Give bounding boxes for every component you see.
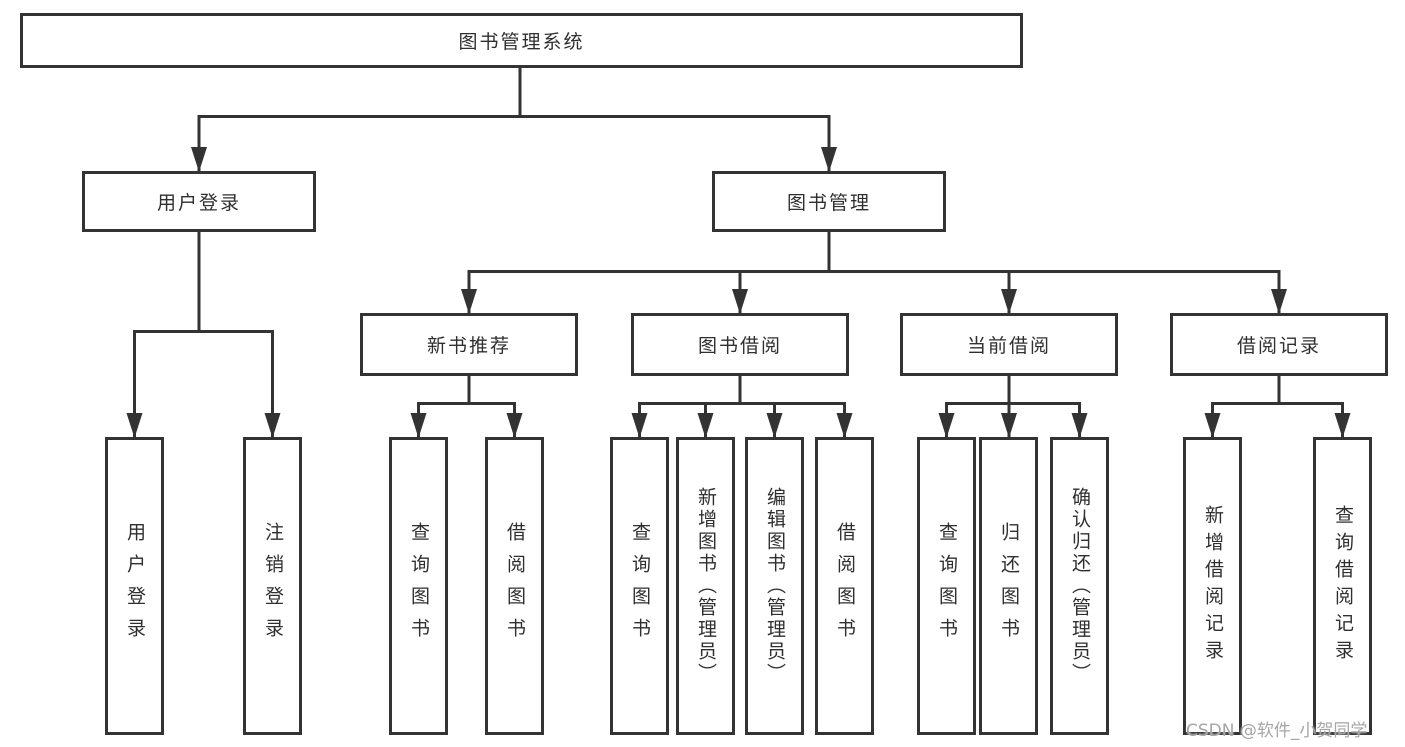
leaf-edit-book-admin: 编辑图书（管理员） [745, 437, 804, 735]
node-label: 注销登录 [262, 522, 284, 650]
leaf-user-login: 用户登录 [105, 437, 164, 735]
leaf-confirm-return-admin: 确认归还（管理员） [1050, 437, 1109, 735]
node-label: 查询借阅记录 [1332, 505, 1354, 667]
node-label: 图书管理 [786, 192, 871, 214]
node-label: 图书管理系统 [458, 31, 585, 53]
node-label: 用户登录 [124, 522, 146, 650]
node-current-borrowing: 当前借阅 [900, 313, 1118, 376]
leaf-borrow-books-recommend: 借阅图书 [485, 437, 544, 735]
node-new-book-recommendation: 新书推荐 [360, 313, 578, 376]
node-label: 查询图书 [936, 522, 958, 650]
leaf-add-book-admin: 新增图书（管理员） [676, 437, 735, 735]
leaf-borrow-books-borrow: 借阅图书 [815, 437, 874, 735]
node-label: 新增图书（管理员） [695, 487, 717, 685]
node-user-login: 用户登录 [82, 171, 316, 232]
node-label: 查询图书 [408, 522, 430, 650]
node-book-management: 图书管理 [712, 171, 946, 232]
node-label: 用户登录 [156, 192, 241, 214]
node-label: 确认归还（管理员） [1069, 487, 1091, 685]
node-label: 当前借阅 [966, 335, 1051, 357]
node-label: 借阅记录 [1236, 335, 1321, 357]
leaf-return-books: 归还图书 [979, 437, 1038, 735]
node-borrowing-records: 借阅记录 [1170, 313, 1388, 376]
leaf-logout: 注销登录 [243, 437, 302, 735]
leaf-query-books-recommend: 查询图书 [389, 437, 448, 735]
node-book-borrowing: 图书借阅 [631, 313, 849, 376]
node-label: 编辑图书（管理员） [764, 487, 786, 685]
node-label: 借阅图书 [504, 522, 526, 650]
node-label: 查询图书 [629, 522, 651, 650]
node-label: 新增借阅记录 [1202, 505, 1224, 667]
node-label: 新书推荐 [426, 335, 511, 357]
csdn-watermark: CSDN @软件_小贺同学 [1186, 721, 1368, 741]
node-label: 归还图书 [998, 522, 1020, 650]
leaf-query-books-current: 查询图书 [917, 437, 976, 735]
leaf-query-books-borrow: 查询图书 [610, 437, 669, 735]
leaf-query-borrow-record: 查询借阅记录 [1313, 437, 1372, 735]
node-label: 借阅图书 [834, 522, 856, 650]
node-library-management-system: 图书管理系统 [20, 13, 1023, 68]
leaf-add-borrow-record: 新增借阅记录 [1183, 437, 1242, 735]
node-label: 图书借阅 [697, 335, 782, 357]
